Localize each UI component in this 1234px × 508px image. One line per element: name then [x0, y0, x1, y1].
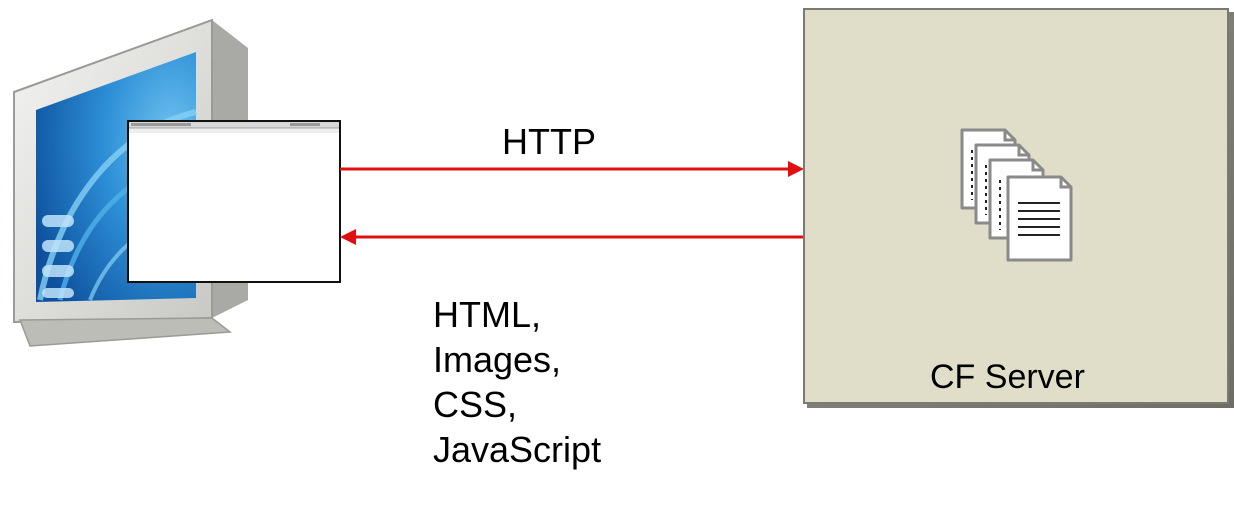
server-label: CF Server	[930, 358, 1085, 396]
http-label: HTTP	[502, 121, 596, 162]
response-item-javascript: JavaScript	[433, 429, 602, 470]
response-item-html: HTML,	[433, 294, 541, 335]
response-arrow	[340, 229, 804, 245]
response-item-css: CSS,	[433, 384, 518, 425]
response-item-images: Images,	[433, 339, 562, 380]
browser-window-icon	[127, 120, 341, 283]
document-stack-icon	[960, 128, 1073, 262]
response-content-list: HTML, Images, CSS, JavaScript	[433, 292, 601, 472]
document-lines	[971, 150, 1060, 236]
request-arrow	[340, 161, 804, 177]
